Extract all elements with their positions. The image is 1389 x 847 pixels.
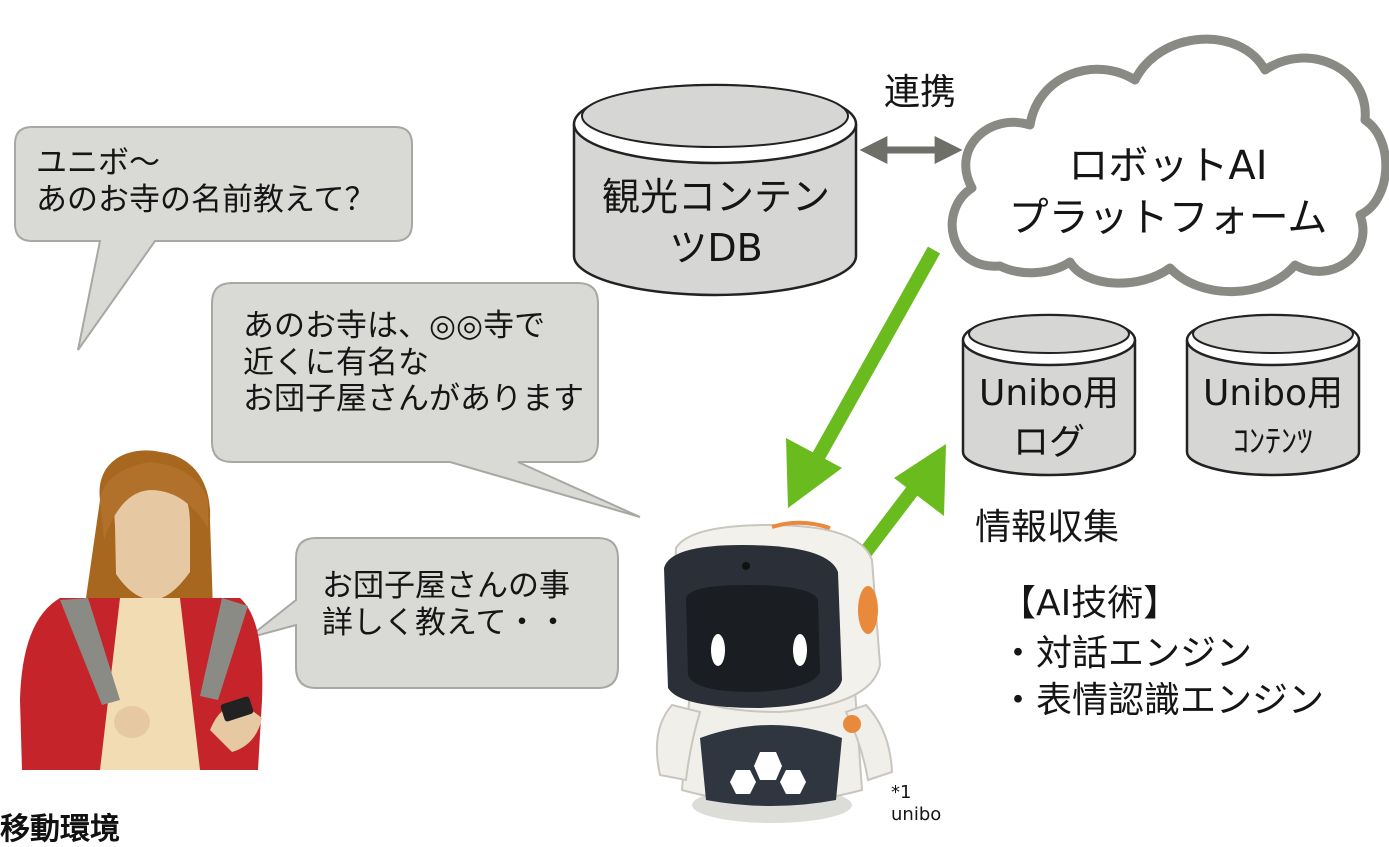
user-followup-text: お団子屋さんの事詳しく教えて・・ (322, 568, 570, 641)
speech-bubble-user-followup (247, 537, 619, 689)
unibo-content-db-label-bottom: ｺﾝﾃﾝﾂ (1232, 422, 1313, 460)
ai-tech-heading: 【AI技術】 (1000, 583, 1180, 624)
unibo-content-db-cylinder (1185, 313, 1361, 477)
unibo-log-db-cylinder (961, 313, 1137, 477)
green-arrow-to-robot (786, 246, 941, 508)
ai-tech-item-dialogue-engine: ・対話エンジン (1000, 633, 1253, 674)
info-collection-label: 情報収集 (975, 507, 1120, 548)
bottom-title: 移動環境 (0, 812, 120, 847)
link-label: 連携 (884, 72, 957, 113)
speech-bubble-robot-answer (211, 282, 641, 518)
user-question-text: ユニボ〜あのお寺の名前教えて？ (36, 145, 376, 218)
robot-answer-text: あのお寺は、◎◎寺で近くに有名なお団子屋さんがあります (243, 308, 584, 418)
unibo-robot-illustration (655, 520, 894, 823)
tourism-content-db-cylinder (572, 83, 858, 297)
tourism-content-db-label: 観光コンテンツDB (601, 175, 830, 271)
unibo-log-db-label: Unibo用ログ (978, 373, 1120, 463)
woman-with-smartphone-illustration (20, 450, 263, 770)
robot-ai-platform-cloud (947, 34, 1389, 297)
ai-tech-item-expression-engine: ・表情認識エンジン (1000, 680, 1325, 721)
diagram-canvas (14, 34, 1389, 823)
speech-bubble-user-question (14, 126, 413, 351)
unibo-content-db-label-top: Unibo用 (1202, 373, 1344, 414)
